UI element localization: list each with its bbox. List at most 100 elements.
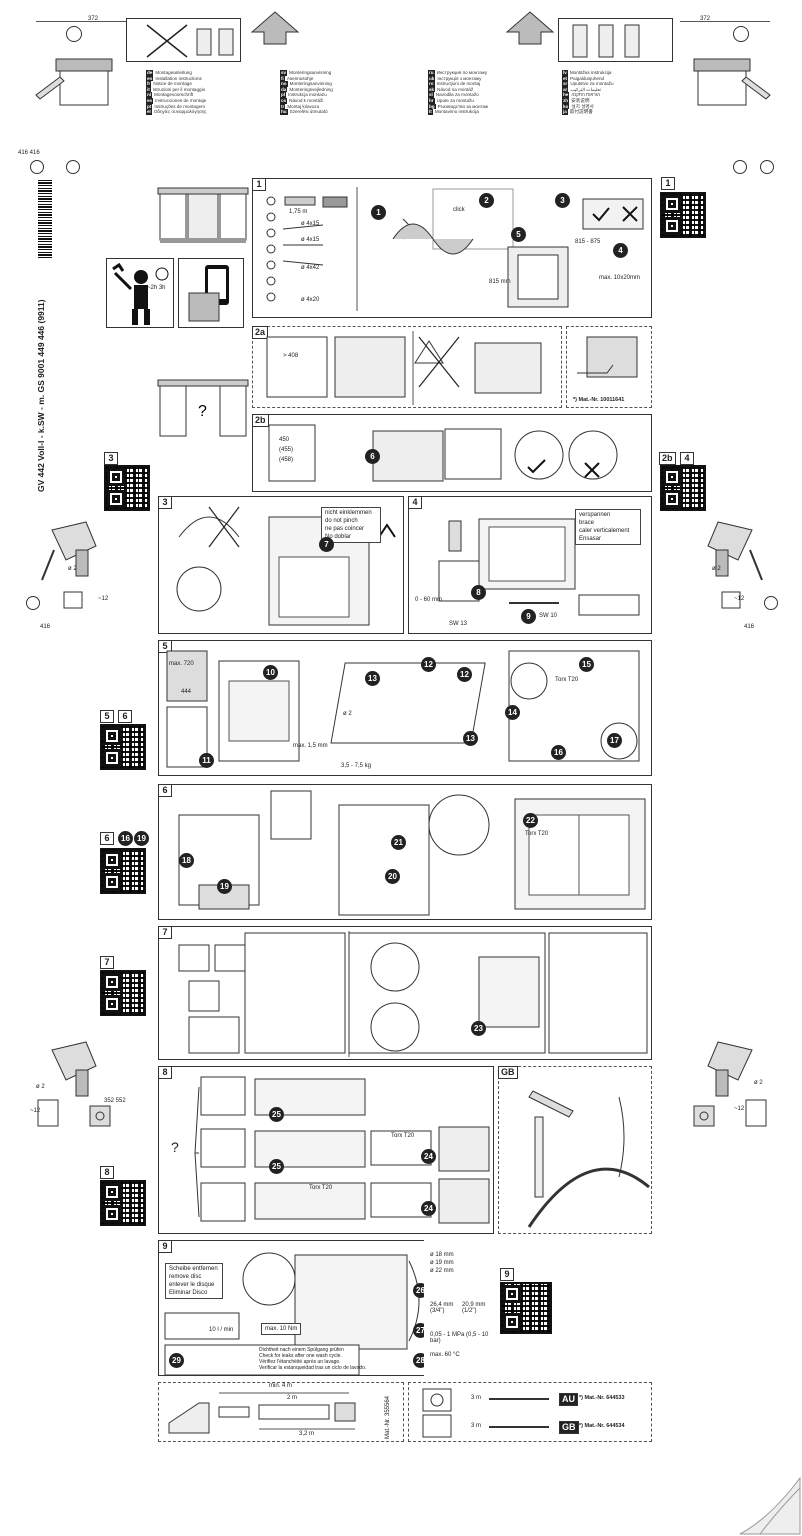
wrench-person-icon — [112, 262, 169, 325]
step-4-panel: 4 verspannen brace caler verticalement E… — [408, 496, 652, 634]
step-5-marker-13b: 13 — [463, 731, 478, 746]
step-9-thread2: 20,9 mm (1/2") — [462, 1302, 486, 1314]
step-2b-d2: (455) — [279, 447, 294, 453]
qr-tag-2b: 2b — [659, 452, 676, 465]
reg-mark-left-3 — [26, 596, 40, 610]
power-cable-panel: 3 m 3 m AU GB *) Mat.-Nr. 644533 *) Mat.… — [408, 1382, 652, 1442]
drill-right2-depth: ~12 — [734, 1106, 745, 1112]
dim-352: 352 552 — [104, 1098, 126, 1104]
step-3-panel: 3 nicht einklemmen do not pinch ne pas c… — [158, 496, 404, 634]
qr-code-2b-4[interactable] — [660, 465, 706, 511]
step-9-temp: max. 60 °C — [430, 1352, 460, 1358]
step-5-marker-14: 14 — [505, 705, 520, 720]
qr-code-3[interactable] — [104, 465, 150, 511]
step-3-warning-box: nicht einklemmen do not pinch ne pas coi… — [321, 507, 381, 543]
pencil-cabinet-right — [693, 58, 771, 106]
step-4-word-es: Ensasar — [579, 536, 602, 542]
step-5-marker-12a: 12 — [421, 657, 436, 672]
step-5-marker-11: 11 — [199, 753, 214, 768]
step-3-warning-de: nicht einklemmen — [325, 510, 372, 516]
step-2a-panel: 2a > 408 — [252, 326, 562, 408]
step-9-thread1: 26,4 mm (3/4") — [430, 1302, 454, 1314]
step-gb-number: GB — [498, 1066, 518, 1079]
step-1-max: max. 10x20mm — [599, 275, 641, 281]
qr-tag-4: 4 — [680, 452, 694, 465]
step-8-illustration — [194, 1076, 490, 1224]
cabinet-illustration — [157, 187, 249, 243]
step-5-marker-12b: 12 — [457, 667, 472, 682]
hose-2m: 2 m — [287, 1395, 298, 1401]
step-9-marker-29: 29 — [169, 1353, 184, 1368]
step-9-check-text: Dichtheit nach einem Spülgang prüfen Che… — [259, 1347, 366, 1371]
step-2a-extra-panel: *) Mat.-Nr. 10011641 — [566, 326, 652, 408]
step-9-disc-en: remove disc — [169, 1274, 202, 1280]
step-8-marker-25b: 25 — [269, 1159, 284, 1174]
step-9-d2: ø 19 mm — [430, 1260, 454, 1266]
step-6-marker-19: 19 — [217, 879, 232, 894]
dim-372-left: 372 — [88, 16, 99, 22]
step-4-word-en: brace — [579, 520, 595, 526]
step-6-illustration — [178, 790, 646, 916]
step-1-click: click — [453, 207, 465, 213]
step-2a-number: 2a — [252, 326, 269, 339]
reg-mark-top-left — [66, 26, 82, 42]
cable-mat-2: *) Mat.-Nr. 644534 — [579, 1423, 625, 1429]
step-6-panel: 6 18 19 20 21 22 Torx T20 — [158, 784, 652, 920]
step-9-check-es: Verificar la estanqueidad tras un ciclo … — [259, 1365, 367, 1371]
step-8-panel: 8 ? 25 25 24 24 Torx T20 Torx T20 — [158, 1066, 494, 1234]
step-9-remove-disc: Scheibe entfernen remove disc enlever le… — [165, 1263, 223, 1299]
step-1-parts-illustration — [266, 187, 644, 311]
reg-mark-mid-left — [30, 160, 44, 174]
up-arrow-icon-left — [250, 11, 300, 45]
hose-extension-panel: min. 4 m 2 m 3,2 m Mat.-Nr. 355564 — [158, 1382, 404, 1442]
step-1-height: 815 mm — [489, 279, 511, 285]
qr-tag-7: 7 — [100, 956, 114, 969]
step-1-screw-d: ø 4x20 — [301, 297, 320, 303]
drill-icon-right — [707, 521, 763, 609]
step-9-flow: 10 l / min — [209, 1327, 234, 1333]
qr-code-1[interactable] — [660, 192, 706, 238]
step-gb-illustration — [527, 1090, 650, 1228]
step-1-marker-1: 1 — [371, 205, 386, 220]
drill-icon-left-2 — [37, 1041, 111, 1127]
step-gb-panel: GB — [498, 1066, 652, 1234]
page-curl-icon — [739, 1476, 801, 1535]
qr-code-8[interactable] — [100, 1180, 146, 1226]
step-9-pressure: 0,05 - 1 MPa (0,5 - 10 bar) — [430, 1332, 489, 1344]
reg-mark-right-2 — [733, 160, 747, 174]
dim-line-top-right — [680, 21, 770, 22]
step-6-marker-20: 20 — [385, 869, 400, 884]
drill-left2-phi: ø 2 — [36, 1084, 45, 1090]
step-4-marker-9: 9 — [521, 609, 536, 624]
pencil-cabinet-left — [35, 58, 113, 106]
step-9-disc-es: Eliminar Disco — [169, 1290, 208, 1296]
up-arrow-icon-right — [505, 11, 555, 45]
svg-text:?: ? — [198, 403, 207, 420]
step-9-disc-fr: enlever le disque — [169, 1282, 215, 1288]
step-8-marker-24b: 24 — [421, 1201, 436, 1216]
step-9-check-de: Dichtheit nach einem Spülgang prüfen — [259, 1347, 344, 1353]
step-6-marker-22: 22 — [523, 813, 538, 828]
step-2a-illustration — [266, 331, 542, 405]
step-5-max15: max. 1,5 mm — [293, 743, 328, 749]
qr-code-7[interactable] — [100, 970, 146, 1016]
drill-right-depth: ~12 — [734, 596, 745, 602]
dim-416-left: 416 — [40, 624, 51, 630]
step-2b-illustration — [268, 424, 618, 482]
qr-code-9[interactable] — [500, 1282, 552, 1334]
step-2a-mat: *) Mat.-Nr. 10011641 — [573, 397, 625, 403]
dim-line-top-left — [36, 21, 126, 22]
step-5-444: 444 — [181, 689, 192, 695]
step-6-marker-18: 18 — [179, 853, 194, 868]
drill-icon-left — [41, 521, 97, 609]
step-5-marker-13a: 13 — [365, 671, 380, 686]
hose-mat: Mat.-Nr. 355564 — [385, 1395, 391, 1439]
qr-tag-5: 5 — [100, 710, 114, 723]
step-4-sw10: SW 10 — [539, 613, 558, 619]
qr-code-5-6[interactable] — [100, 724, 146, 770]
cable-tag-au: AU — [559, 1393, 578, 1406]
step-9-specs-panel: ø 18 mm ø 19 mm ø 22 mm 26,4 mm (3/4") 2… — [424, 1240, 494, 1376]
qr-code-6-16-19[interactable] — [100, 848, 146, 894]
step-5-marker-16: 16 — [551, 745, 566, 760]
